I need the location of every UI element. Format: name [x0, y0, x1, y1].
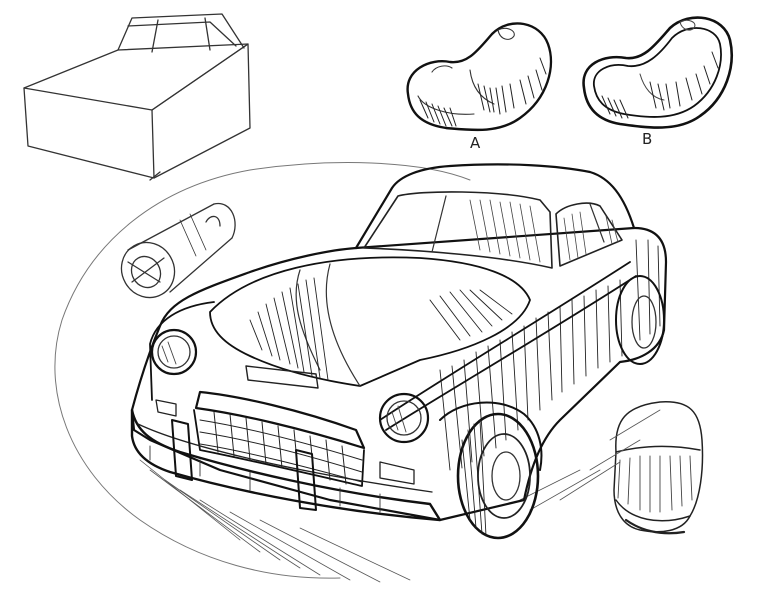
construction-circle [54, 162, 471, 579]
front-fender [439, 401, 543, 471]
front-wheel [456, 412, 540, 540]
front-bumper [130, 408, 442, 522]
grille [193, 390, 366, 487]
ground-shadow [139, 409, 661, 583]
left-headlight [150, 328, 198, 376]
bean-shape-study-b: B [582, 16, 733, 148]
car-roof [354, 163, 636, 250]
label-a: A [470, 134, 481, 152]
window-hatching [469, 199, 619, 263]
hood-emblem [245, 365, 319, 389]
cylinder-study [120, 203, 236, 299]
left-parking-light [155, 399, 177, 417]
right-parking-light [379, 461, 415, 485]
body-side-hatching [439, 239, 661, 471]
vintage-car-illustration [130, 163, 668, 583]
label-b: B [642, 130, 652, 148]
hood [209, 256, 531, 387]
right-headlight [378, 392, 430, 444]
side-window [555, 202, 623, 267]
bean-shape-study-a: A [406, 22, 553, 152]
hood-hatching [249, 277, 513, 381]
windshield [363, 191, 553, 269]
rear-wheel [615, 275, 665, 365]
box-perspective-study [23, 13, 251, 181]
tire-block-study [613, 401, 704, 535]
